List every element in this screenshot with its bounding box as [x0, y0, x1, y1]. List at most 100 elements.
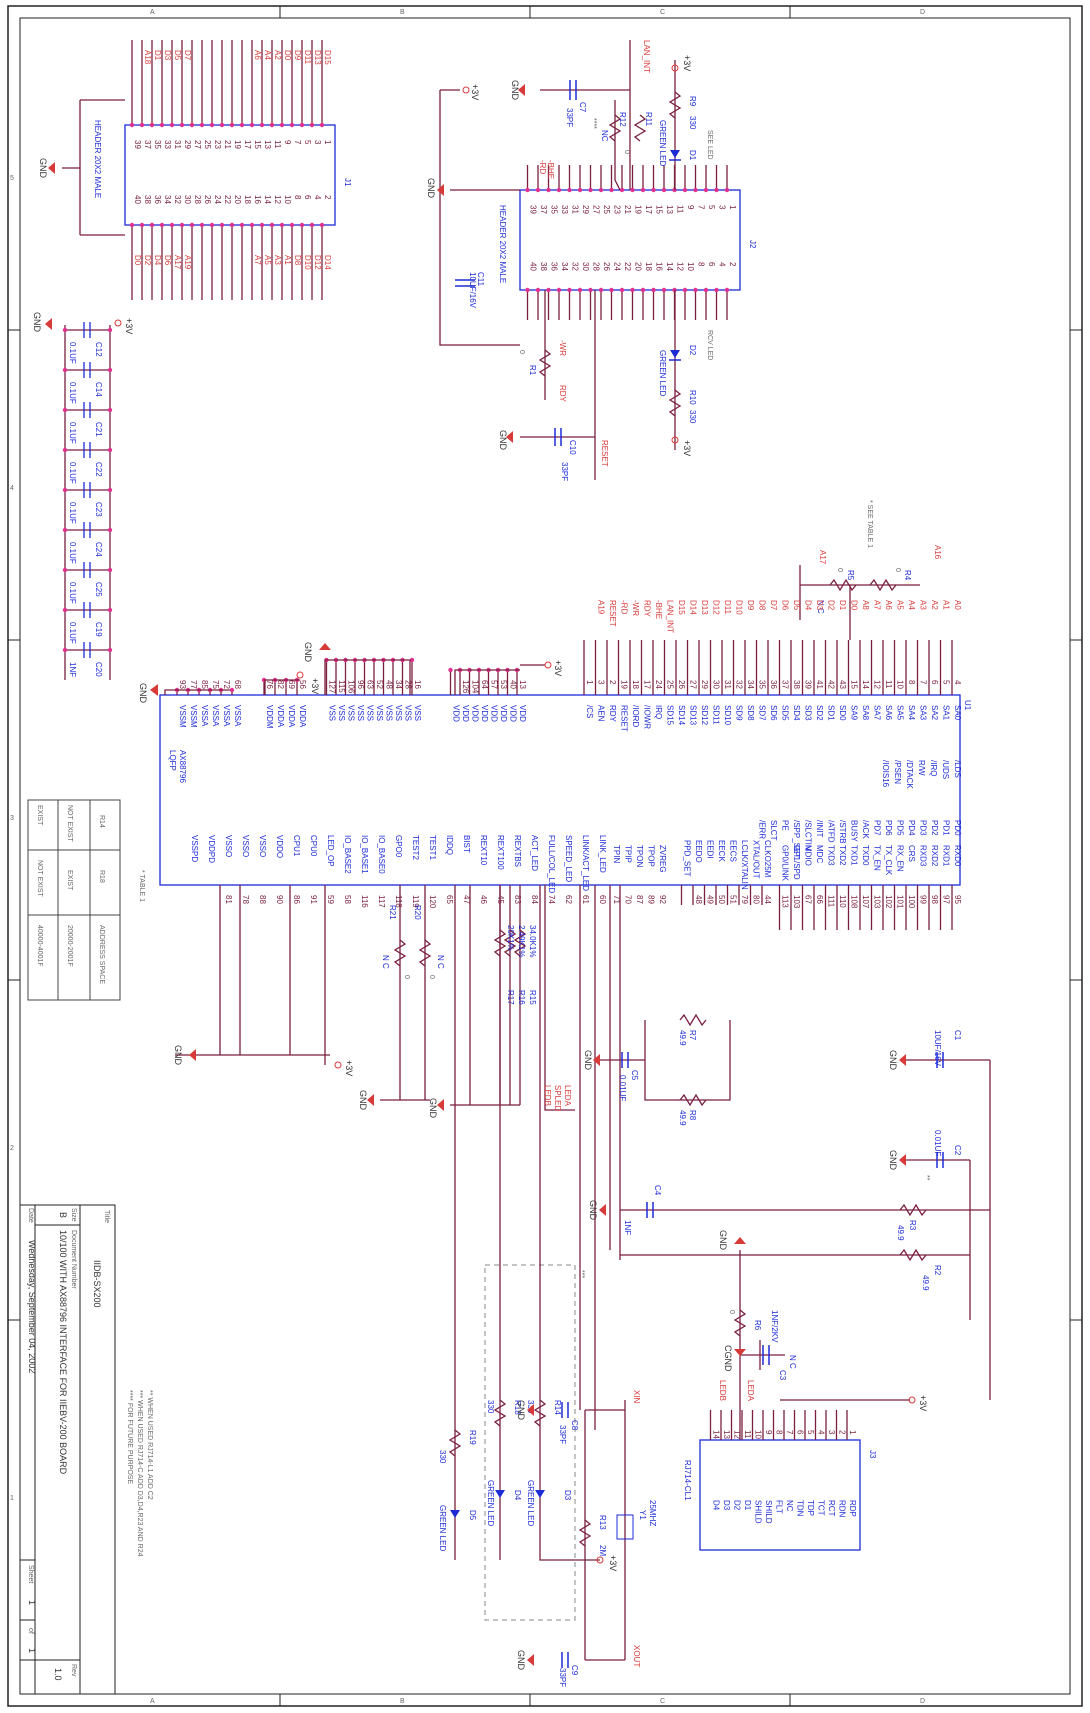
- table-h1: R14: [98, 815, 105, 828]
- r11-ref: R11: [644, 112, 653, 127]
- u1-pin-num: 7: [919, 680, 928, 685]
- r15-val: 34.0K1%: [528, 925, 537, 957]
- u1-pin-num: 99: [919, 895, 928, 904]
- u1-pin-num: 46: [479, 895, 488, 904]
- u1-vdd-name: VDD: [452, 705, 461, 722]
- u1-vssa-junction: [229, 687, 235, 693]
- r10-ref: R10: [688, 390, 697, 405]
- col-label-d: D: [920, 9, 925, 16]
- rext-gnd: GND: [428, 1098, 438, 1119]
- r20-ref: R20: [413, 905, 422, 920]
- u1-vdd-name: VDD: [461, 705, 470, 722]
- u1-pin-num: 3: [597, 680, 606, 685]
- notes: ** WHEN USED RJ714-L1 ADD C2 *** WHEN US…: [126, 1390, 153, 1557]
- j1-net-label: D9: [293, 50, 302, 61]
- j1-pin-num: 3: [313, 140, 322, 145]
- j2-junction: [588, 287, 593, 293]
- u1-pin-num: 12: [873, 680, 882, 689]
- u1-alt-name: PD1: [942, 820, 951, 836]
- j1-net-label: A18: [143, 50, 152, 65]
- ledb-u1: LEDB: [543, 1085, 552, 1106]
- j1-junction: [169, 122, 175, 128]
- col-label-d-bottom: D: [920, 1698, 925, 1705]
- u1-ref: U1: [963, 700, 972, 711]
- bank-junction: [107, 647, 113, 653]
- j3-pin-num: 4: [817, 1430, 826, 1435]
- bank-junction: [62, 407, 68, 413]
- u1-pin-num: 62: [564, 895, 573, 904]
- c10-ref: C10: [568, 440, 577, 455]
- j3-pin-name: RDP: [848, 1500, 857, 1517]
- u1-alt-name: /UDS: [941, 760, 950, 779]
- u1-pin-num: 89: [647, 895, 656, 904]
- u1-alt-name: PD4: [907, 820, 916, 836]
- j1-pin-num: 5: [303, 140, 312, 145]
- j2-junction: [556, 287, 562, 293]
- u1-pin-num: 8: [907, 680, 916, 685]
- j3-pin-num: 12: [733, 1430, 742, 1439]
- j1-net-label: D2: [143, 255, 152, 266]
- u1-pin-num: 67: [804, 895, 813, 904]
- u1-pin-num: 83: [513, 895, 522, 904]
- u1-pin-name: CLKO25M: [763, 840, 772, 878]
- bhe-net: -BHE: [546, 160, 555, 179]
- u1-net-label: A0: [953, 600, 962, 610]
- j3-pin-name: FLT: [775, 1500, 784, 1514]
- j1-junction: [269, 222, 275, 228]
- d3-ref: D3: [563, 1490, 572, 1501]
- bank-cap-ref: C19: [94, 622, 103, 637]
- u1-alt-name: PD2: [930, 820, 939, 836]
- j1-junction: [199, 122, 205, 128]
- j2-pin-num: 31: [571, 205, 580, 214]
- j1-junction: [189, 122, 195, 128]
- u1-pin-num: 107: [861, 895, 870, 909]
- u1-vss-name: VSS: [375, 705, 384, 721]
- u1-vdd-name: VDD: [509, 705, 518, 722]
- table-r2c3: 40000-4001F: [36, 925, 43, 967]
- d4-ref: D4: [513, 1490, 522, 1501]
- u1-pin-name: GPO0: [394, 835, 403, 858]
- j1-junction: [279, 222, 285, 228]
- frame-ticks: [8, 6, 1082, 1706]
- col-label-b: B: [400, 9, 405, 16]
- j1-junction: [299, 122, 305, 128]
- xout-net: XOUT: [632, 1645, 641, 1667]
- bank-cap-ref: C12: [94, 342, 103, 357]
- u1-pin-name: GP0/LINK: [781, 845, 790, 882]
- u1-vdd-name: VDD: [499, 705, 508, 722]
- j1-junction: [209, 222, 215, 228]
- j1-junction: [259, 222, 265, 228]
- u1-pin-num: 1: [585, 680, 594, 685]
- j1-pin-num: 12: [273, 195, 282, 204]
- u1-pin-name: VSSO: [241, 835, 250, 857]
- u1-pkg: LQFP: [168, 750, 177, 771]
- r17-val: 20K1%: [506, 925, 515, 951]
- j3-pin-name: D4: [712, 1500, 721, 1511]
- u1-pin-name: TEST2: [411, 835, 420, 860]
- d1-ref: D1: [688, 150, 697, 161]
- u1-pin-num: 103: [792, 895, 801, 909]
- j1-name: HEADER 20X2 MALE: [93, 120, 102, 198]
- j1-junction: [249, 222, 255, 228]
- j1-net-label: D6: [163, 255, 172, 266]
- r12-ref: R12: [618, 112, 627, 127]
- u1-pin-num: 49: [706, 895, 715, 904]
- u1-pin-num: 14: [861, 680, 870, 689]
- u1-pin-num: 117: [377, 895, 386, 908]
- r21-nc: N C: [381, 955, 390, 969]
- j2-junction: [630, 287, 635, 293]
- c10-val: 33PF: [560, 462, 569, 481]
- r12-val: NC: [600, 130, 609, 142]
- u1-vdd-num: 104: [471, 680, 480, 694]
- u1-vss-name: VSS: [366, 705, 375, 721]
- u1-pin-name: REXT100: [496, 835, 505, 870]
- u1-vssa-num: 72: [222, 680, 231, 689]
- r10-p3v: +3V: [682, 440, 692, 456]
- u1-pin-name: TX_EN: [873, 845, 882, 871]
- u1-alt-name: R/W: [917, 760, 926, 776]
- u1-pin-name: /IORD: [631, 705, 640, 727]
- u1-pin-num: 59: [326, 895, 335, 904]
- j1-pin-num: 1: [323, 140, 332, 145]
- u1-net-label: D6: [781, 600, 790, 611]
- u1-pin-name: VSSO: [258, 835, 267, 857]
